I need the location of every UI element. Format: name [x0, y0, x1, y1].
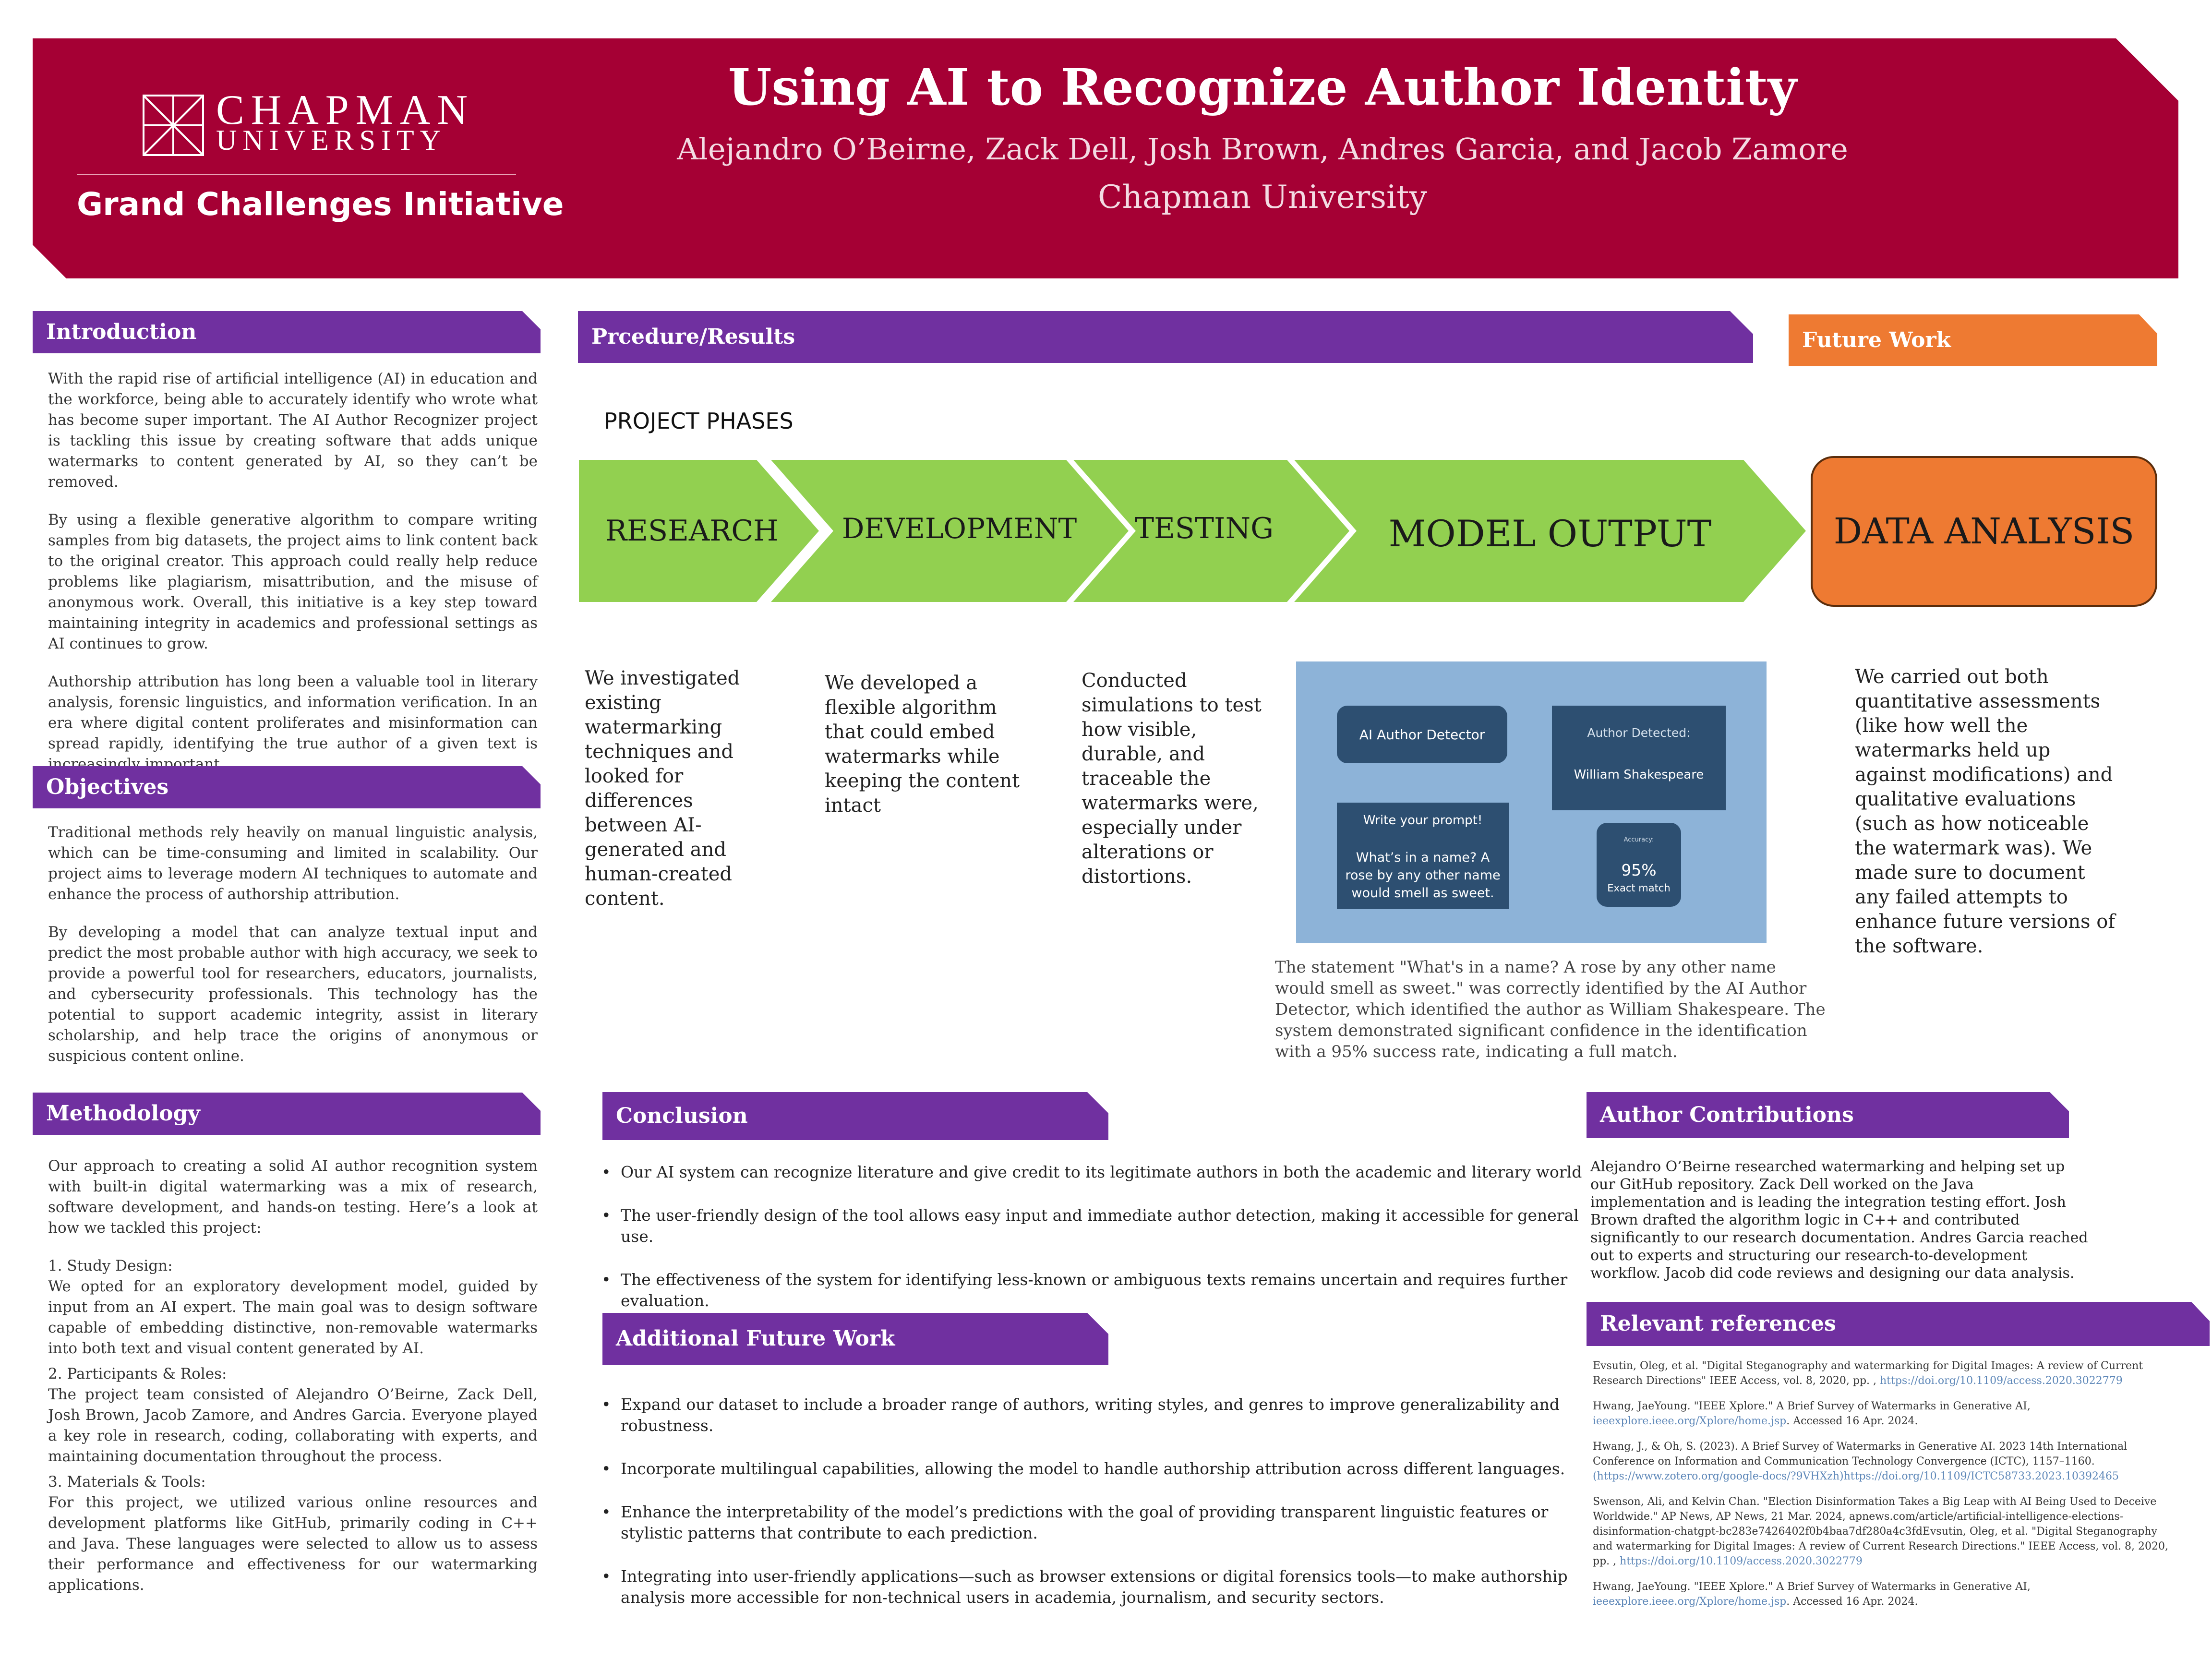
future-work-header: Future Work	[1789, 314, 2157, 366]
methodology-intro: Our approach to creating a solid AI auth…	[48, 1157, 538, 1237]
materials-text: For this project, we utilized various on…	[48, 1494, 538, 1594]
additional-future-work-heading: Additional Future Work	[616, 1326, 895, 1351]
future-work-item: Integrating into user-friendly applicati…	[601, 1566, 1576, 1608]
reference-link[interactable]: (https://www.zotero.org/google-docs/?9VH…	[1593, 1470, 2119, 1482]
conclusion-item: The user-friendly design of the tool all…	[601, 1205, 1586, 1247]
phase-research: RESEARCH	[579, 460, 819, 602]
author-detected-value: William Shakespeare	[1574, 768, 1704, 782]
future-work-item: Expand our dataset to include a broader …	[601, 1394, 1576, 1436]
future-work-item: Enhance the interpretability of the mode…	[601, 1502, 1576, 1544]
reference-item: Swenson, Ali, and Kelvin Chan. "Election…	[1593, 1494, 2174, 1569]
introduction-body: With the rapid rise of artificial intell…	[48, 369, 538, 792]
reference-text: Hwang, JaeYoung. "IEEE Xplore." A Brief …	[1593, 1400, 2031, 1412]
conclusion-list: Our AI system can recognize literature a…	[601, 1162, 1586, 1311]
prompt-input-panel[interactable]: Write your prompt! What’s in a name? A r…	[1337, 803, 1509, 909]
reference-text: Hwang, JaeYoung. "IEEE Xplore." A Brief …	[1593, 1581, 2031, 1593]
introduction-heading: Introduction	[46, 320, 197, 344]
future-work-body: We carried out both quantitative assessm…	[1855, 666, 2116, 957]
reference-link[interactable]: https://doi.org/10.1109/access.2020.3022…	[1620, 1555, 1863, 1567]
study-design-title: 1. Study Design:	[48, 1257, 173, 1274]
additional-future-work-list: Expand our dataset to include a broader …	[601, 1394, 1576, 1608]
results-caption: The statement "What's in a name? A rose …	[1275, 958, 1826, 1061]
poster-authors: Alejandro O’Beirne, Zack Dell, Josh Brow…	[677, 132, 1848, 167]
title-banner	[33, 38, 2178, 278]
reference-item: Hwang, J., & Oh, S. (2023). A Brief Surv…	[1593, 1439, 2174, 1484]
reference-tail: . Accessed 16 Apr. 2024.	[1786, 1415, 1918, 1427]
contributions-header: Author Contributions	[1587, 1092, 2069, 1138]
author-detected-label: Author Detected:	[1587, 726, 1691, 740]
reference-item: Hwang, JaeYoung. "IEEE Xplore." A Brief …	[1593, 1579, 2174, 1609]
poster-title: Using AI to Recognize Author Identity	[728, 58, 1797, 117]
program-name: Grand Challenges Initiative	[77, 186, 564, 223]
accuracy-panel: Accuracy: 95% Exact match	[1597, 823, 1681, 907]
logo-wordmark-line1: CHAPMAN	[216, 87, 475, 133]
prompt-text: What’s in a name? A rose by any other na…	[1345, 850, 1501, 901]
phases-label: PROJECT PHASES	[604, 408, 793, 434]
reference-tail: . Accessed 16 Apr. 2024.	[1786, 1596, 1918, 1608]
reference-link[interactable]: ieeexplore.ieee.org/Xplore/home.jsp	[1593, 1596, 1787, 1608]
contributions-heading: Author Contributions	[1600, 1103, 1854, 1127]
conclusion-item: The effectiveness of the system for iden…	[601, 1269, 1586, 1311]
reference-link[interactable]: ieeexplore.ieee.org/Xplore/home.jsp	[1593, 1415, 1787, 1427]
reference-link[interactable]: https://doi.org/10.1109/access.2020.3022…	[1880, 1375, 2123, 1387]
methodology-body: Our approach to creating a solid AI auth…	[48, 1156, 538, 1613]
app-title-label: AI Author Detector	[1359, 726, 1485, 743]
author-detected-panel: Author Detected: William Shakespeare	[1552, 706, 1726, 810]
references-list: Evsutin, Oleg, et al. "Digital Steganogr…	[1593, 1358, 2174, 1609]
research-description: We investigated existing watermarking te…	[585, 667, 740, 910]
phase-research-label: RESEARCH	[605, 514, 779, 548]
participants-text: The project team consisted of Alejandro …	[48, 1386, 538, 1465]
testing-description: Conducted simulations to test how visibl…	[1082, 670, 1262, 888]
prompt-label: Write your prompt!	[1363, 813, 1483, 828]
materials-title: 3. Materials & Tools:	[48, 1473, 206, 1491]
accuracy-note: Exact match	[1607, 882, 1671, 894]
methodology-header: Methodology	[33, 1093, 541, 1135]
app-title-button[interactable]: AI Author Detector	[1337, 706, 1507, 763]
chapman-logo-icon	[143, 95, 204, 156]
procedure-heading: Prcedure/Results	[591, 325, 795, 349]
phase-development-label: DEVELOPMENT	[842, 512, 1077, 545]
conclusion-heading: Conclusion	[616, 1104, 748, 1128]
phase-model-output: MODEL OUTPUT	[1294, 460, 1806, 602]
reference-item: Evsutin, Oleg, et al. "Digital Steganogr…	[1593, 1358, 2174, 1388]
procedure-header: Prcedure/Results	[578, 311, 1753, 363]
objectives-heading: Objectives	[46, 775, 169, 799]
introduction-paragraph-3: Authorship attribution has long been a v…	[48, 673, 538, 773]
introduction-paragraph-1: With the rapid rise of artificial intell…	[48, 370, 538, 491]
study-design-text: We opted for an exploratory development …	[48, 1278, 538, 1357]
development-description: We developed a flexible algorithm that c…	[825, 672, 1020, 817]
methodology-heading: Methodology	[46, 1101, 200, 1126]
references-heading: Relevant references	[1600, 1311, 1836, 1336]
objectives-body: Traditional methods rely heavily on manu…	[48, 822, 538, 1084]
conclusion-item: Our AI system can recognize literature a…	[601, 1162, 1586, 1183]
phase-development: DEVELOPMENT	[771, 460, 1129, 602]
poster-institution: Chapman University	[1098, 179, 1427, 216]
objectives-paragraph-2: By developing a model that can analyze t…	[48, 924, 538, 1065]
reference-text: Evsutin, Oleg, et al. "Digital Steganogr…	[1593, 1360, 2143, 1387]
objectives-header: Objectives	[33, 766, 541, 808]
reference-item: Hwang, JaeYoung. "IEEE Xplore." A Brief …	[1593, 1399, 2174, 1429]
reference-text: Hwang, J., & Oh, S. (2023). A Brief Surv…	[1593, 1441, 2128, 1467]
reference-text: Swenson, Ali, and Kelvin Chan. "Election…	[1593, 1496, 2168, 1567]
author-detector-screenshot: AI Author Detector Author Detected: Will…	[1296, 661, 1767, 943]
accuracy-value: 95%	[1621, 861, 1657, 879]
introduction-header: Introduction	[33, 311, 541, 353]
contributions-body: Alejandro O’Beirne researched watermarki…	[1590, 1158, 2088, 1282]
participants-title: 2. Participants & Roles:	[48, 1365, 227, 1382]
phase-testing-label: TESTING	[1134, 512, 1274, 545]
logo-wordmark-line2: UNIVERSITY	[216, 124, 446, 156]
phase-model-output-label: MODEL OUTPUT	[1388, 512, 1712, 555]
logo-divider	[77, 174, 516, 175]
introduction-paragraph-2: By using a flexible generative algorithm…	[48, 511, 538, 652]
future-work-heading: Future Work	[1802, 328, 1951, 352]
phase-data-analysis: DATA ANALYSIS	[1811, 456, 2157, 607]
objectives-paragraph-1: Traditional methods rely heavily on manu…	[48, 824, 538, 903]
references-header: Relevant references	[1587, 1302, 2210, 1346]
phase-data-analysis-label: DATA ANALYSIS	[1833, 511, 2135, 552]
additional-future-work-header: Additional Future Work	[602, 1313, 1108, 1365]
future-work-item: Incorporate multilingual capabilities, a…	[601, 1458, 1576, 1479]
accuracy-label: Accuracy:	[1623, 836, 1654, 843]
conclusion-header: Conclusion	[602, 1092, 1108, 1140]
